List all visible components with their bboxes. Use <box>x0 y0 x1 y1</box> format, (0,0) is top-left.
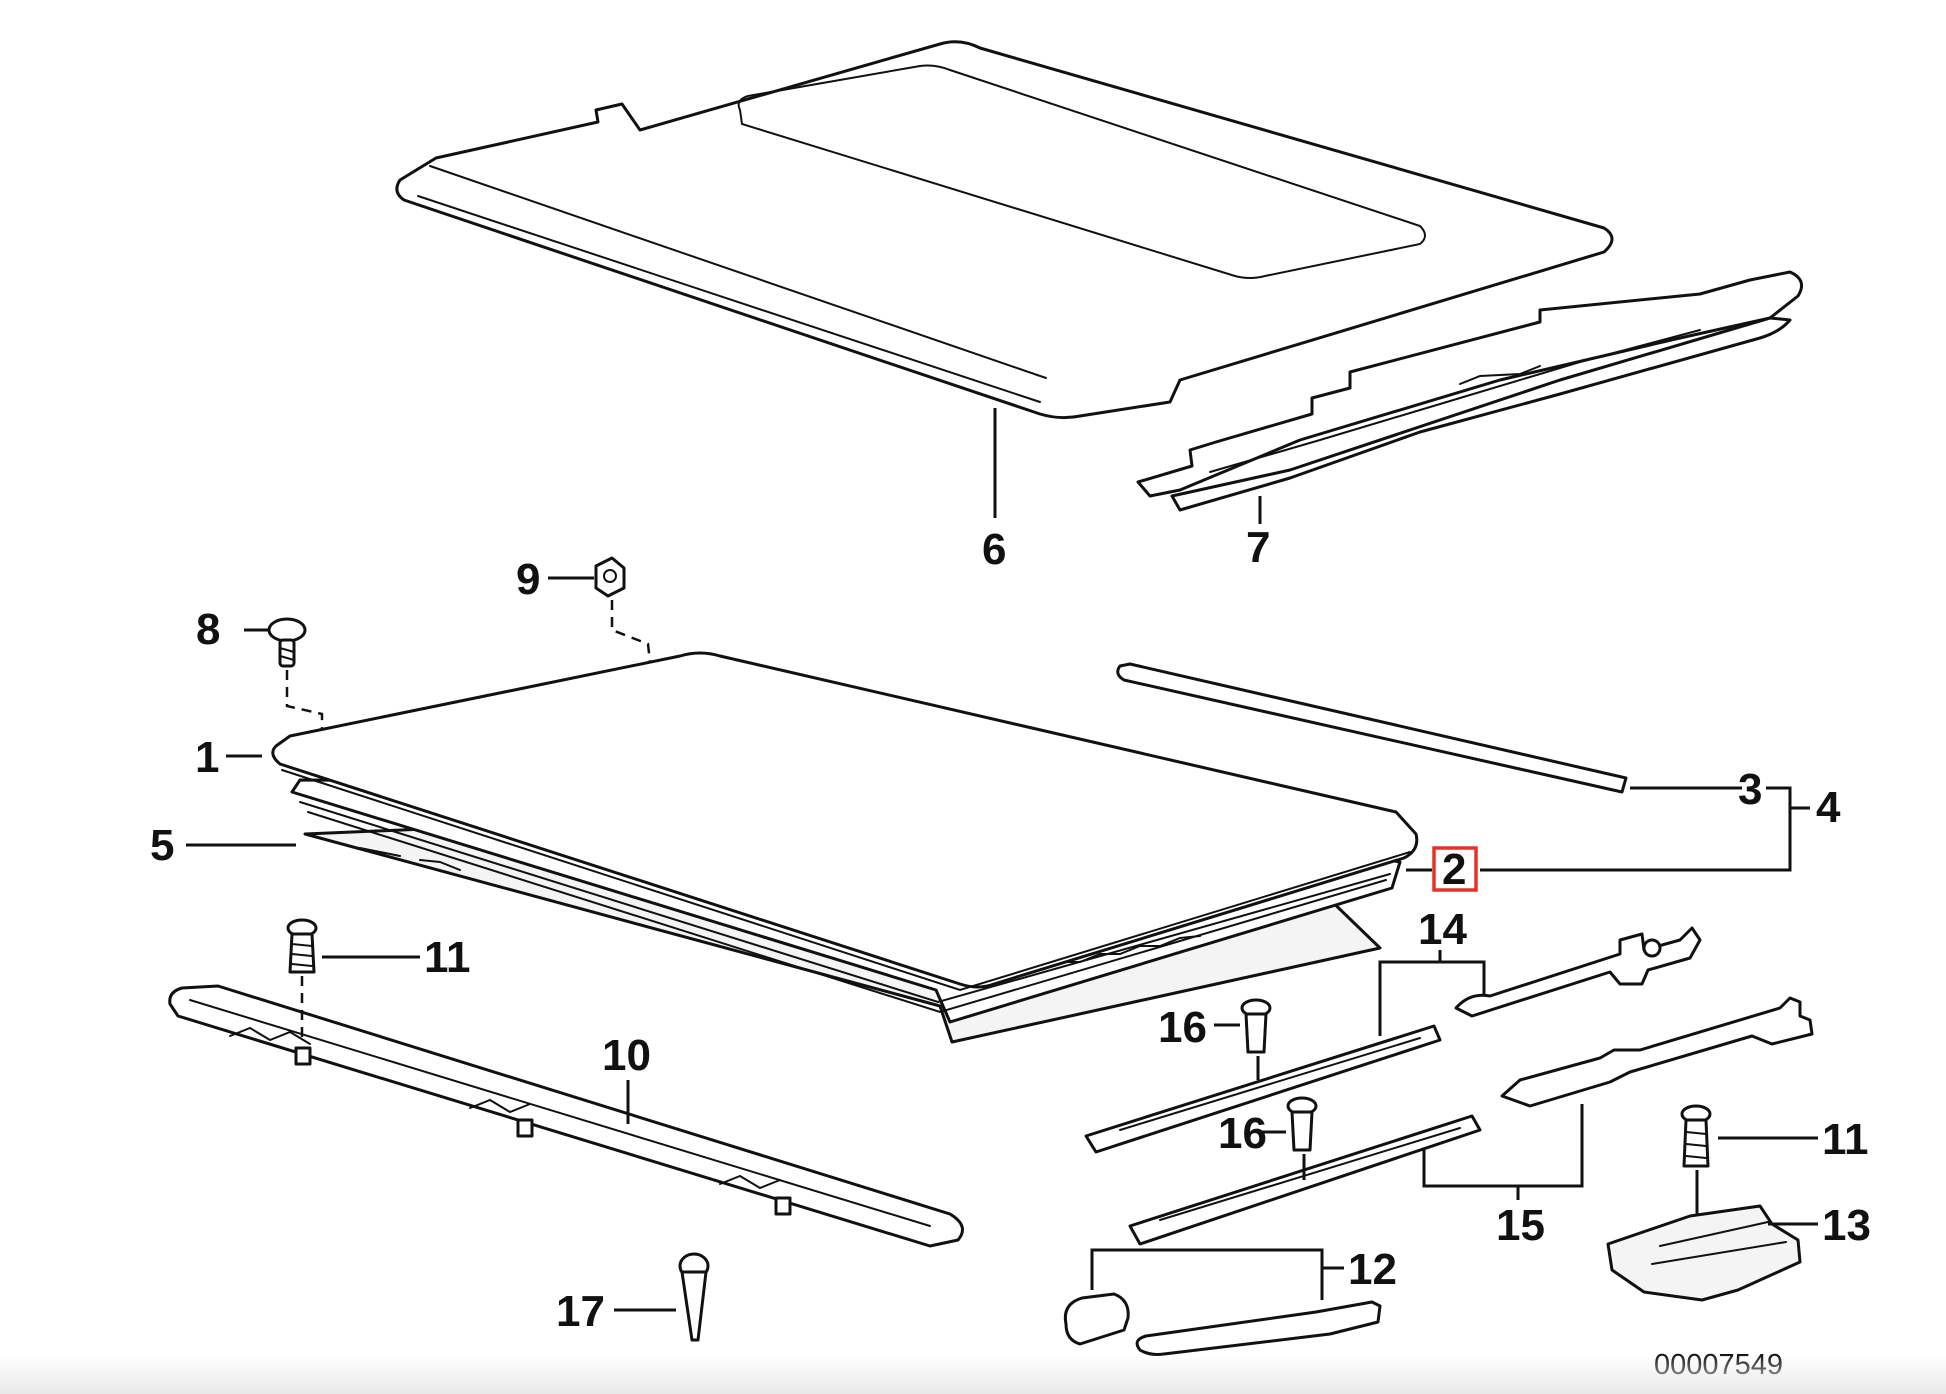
callout-13: 13 <box>1822 1201 1871 1250</box>
callout-16-upper: 16 <box>1158 1003 1207 1052</box>
part-14-strip[interactable] <box>1084 1024 1442 1154</box>
callout-1: 1 <box>195 733 219 782</box>
callout-16-lower: 16 <box>1218 1109 1267 1158</box>
part-15-guide-arm[interactable] <box>1500 996 1814 1108</box>
callout-12: 12 <box>1348 1245 1397 1294</box>
callout-4: 4 <box>1816 783 1841 832</box>
part-17-pin[interactable] <box>678 1252 710 1342</box>
part-3-weatherstrip[interactable] <box>1116 662 1628 794</box>
callout-11-left: 11 <box>424 933 471 982</box>
part-8-screw[interactable] <box>267 617 307 668</box>
callout-2: 2 <box>1442 845 1466 894</box>
callout-7: 7 <box>1246 523 1270 572</box>
diagram-reference-number: 00007549 <box>1654 1349 1783 1381</box>
callout-6: 6 <box>982 525 1006 574</box>
callout-11-right: 11 <box>1822 1115 1869 1164</box>
callout-15-bracket <box>1422 1104 1584 1188</box>
callout-3: 3 <box>1738 765 1762 814</box>
callout-12-bracket <box>1090 1248 1324 1300</box>
part-11-bolt-right[interactable] <box>1680 1104 1712 1168</box>
part-7-guide-rail[interactable] <box>1136 270 1804 512</box>
callout-10: 10 <box>602 1031 651 1080</box>
callout-9: 9 <box>516 555 540 604</box>
highlight-box-callout-2 <box>1432 846 1478 892</box>
part-10-lift-rail[interactable] <box>168 984 964 1248</box>
callout-8: 8 <box>196 605 220 654</box>
part-9-nut[interactable] <box>594 556 626 598</box>
callout-15: 15 <box>1496 1201 1545 1250</box>
callout-14-bracket <box>1378 960 1486 1036</box>
part-14-rail-bracket[interactable] <box>1454 926 1702 1018</box>
callout-5: 5 <box>150 821 174 870</box>
callout-4-bracket <box>1480 786 1792 872</box>
part-12-cable-link[interactable] <box>1135 1300 1382 1356</box>
callout-17: 17 <box>556 1287 605 1336</box>
part-13-slider-block[interactable] <box>1606 1204 1802 1302</box>
part-11-bolt-left[interactable] <box>286 918 318 974</box>
part-12-clip[interactable] <box>1063 1292 1130 1346</box>
part-16-screw-lower[interactable] <box>1286 1096 1318 1152</box>
part-6-headliner-panel[interactable] <box>395 40 1614 420</box>
part-16-screw-upper[interactable] <box>1240 998 1272 1054</box>
part-1-glass-lid[interactable] <box>271 651 1419 992</box>
callout-14: 14 <box>1418 905 1467 954</box>
